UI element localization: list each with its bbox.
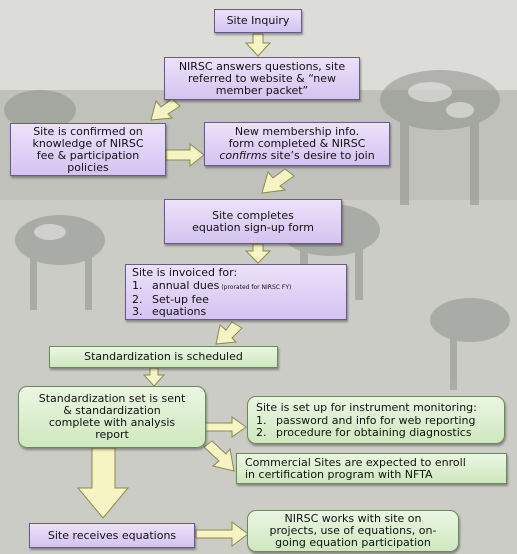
arrow-right (165, 142, 205, 168)
node-line: projects, use of equations, on- (269, 524, 437, 537)
node-new-membership: New membership info. form completed & NI… (204, 122, 390, 166)
node-site-invoiced: Site is invoiced for: 1.annual dues (pro… (125, 264, 347, 320)
node-site-completes: Site completes equation sign-up form (164, 199, 342, 244)
invoice-list: 1.annual dues (prorated for NIRSC FY) 2.… (132, 278, 292, 318)
node-emphasis: confirms (219, 149, 268, 162)
arrow-diagonal (150, 98, 181, 121)
node-standardization-scheduled: Standardization is scheduled (49, 346, 278, 368)
node-line: confirms site’s desire to join (219, 150, 374, 162)
list-item: 2.Set-up fee (132, 292, 209, 306)
list-item: 1.password and info for web reporting (256, 413, 476, 427)
node-line: NIRSC answers questions, site (178, 59, 346, 73)
node-line: form completed & NIRSC (228, 137, 366, 150)
node-line: New membership info. (234, 125, 360, 138)
arrow-diagonal (261, 168, 295, 194)
arrow-diagonal (203, 440, 235, 472)
node-label: Site Inquiry (226, 14, 290, 27)
list-item-note: (prorated for NIRSC FY) (219, 283, 292, 291)
node-line: in certification program with NFTA (245, 467, 433, 481)
arrow-diagonal (215, 321, 243, 345)
list-item: 1.annual dues (prorated for NIRSC FY) (132, 278, 292, 292)
list-item: 2.procedure for obtaining diagnostics (256, 425, 472, 439)
node-line: Standardization set is sent (38, 392, 186, 405)
node-nirsc-works-with-site: NIRSC works with site on projects, use o… (247, 510, 459, 552)
list-item-text: equations (152, 304, 207, 318)
node-label: Site receives equations (47, 528, 177, 542)
arrow-down (244, 243, 272, 264)
node-line: member packet” (215, 83, 309, 97)
node-commercial-sites: Commercial Sites are expected to enroll … (236, 453, 507, 484)
list-item-text: annual dues (prorated for NIRSC FY) (152, 278, 292, 292)
arrow-down (142, 367, 166, 387)
node-heading: Site is set up for instrument monitoring… (256, 400, 477, 414)
list-item-text: Set-up fee (152, 292, 209, 306)
node-line: Site is confirmed on (33, 124, 143, 138)
node-line: Commercial Sites are expected to enroll (245, 455, 466, 469)
node-line: complete with analysis (48, 416, 176, 429)
node-line: NIRSC works with site on (284, 512, 422, 525)
node-label: Standardization is scheduled (84, 350, 243, 363)
node-line: report (95, 428, 129, 441)
node-line: & standardization (63, 404, 161, 417)
arrow-right (195, 521, 249, 547)
node-line: equation sign-up form (192, 220, 314, 234)
node-site-inquiry: Site Inquiry (214, 9, 302, 33)
node-line: knowledge of NIRSC (32, 136, 144, 150)
list-item-text: procedure for obtaining diagnostics (276, 425, 472, 439)
arrow-down (244, 33, 272, 57)
node-line: going equation participation (275, 536, 431, 549)
node-text: site’s desire to join (267, 149, 375, 162)
list-item-text: password and info for web reporting (276, 413, 476, 427)
monitoring-list: 1.password and info for web reporting 2.… (256, 413, 476, 439)
node-nirsc-answers: NIRSC answers questions, site referred t… (164, 57, 360, 100)
node-instrument-monitoring: Site is set up for instrument monitoring… (247, 396, 505, 444)
node-line: fee & participation (36, 148, 140, 162)
node-heading: Site is invoiced for: (132, 265, 238, 279)
node-site-confirmed: Site is confirmed on knowledge of NIRSC … (10, 123, 166, 176)
node-line: referred to website & “new (187, 71, 337, 85)
arrow-right (204, 416, 247, 438)
node-standardization-set: Standardization set is sent & standardiz… (18, 386, 206, 448)
node-line: policies (67, 160, 109, 174)
node-site-receives-equations: Site receives equations (29, 523, 195, 548)
arrow-down (76, 447, 130, 519)
node-line: Site completes (212, 208, 294, 222)
list-item: 3.equations (132, 304, 207, 318)
